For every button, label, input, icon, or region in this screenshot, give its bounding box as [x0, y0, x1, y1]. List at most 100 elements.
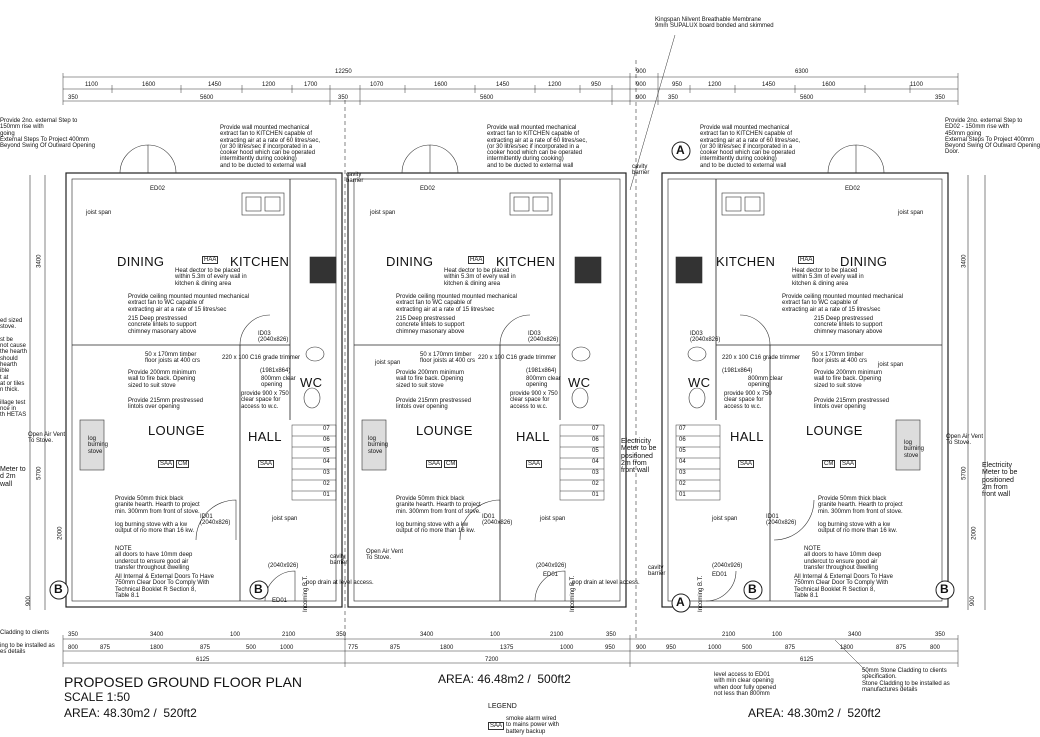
dim-second: 5600 — [800, 95, 814, 101]
dim-top: 1450 — [496, 82, 510, 88]
dim-bottom: 350 — [935, 632, 946, 638]
dim-bottom2: 800 — [68, 645, 79, 651]
dim-bottom: 100 — [230, 632, 241, 638]
dim-top: 1450 — [208, 82, 222, 88]
section-marker-a: A — [676, 143, 685, 157]
dim-bottom: 2100 — [550, 632, 564, 638]
dim-top: 1600 — [434, 82, 448, 88]
note-stove-right: log burning stove with a kw output of no… — [818, 522, 898, 535]
note-air-vent-right: Open Air Vent To Stove. — [946, 434, 984, 447]
stair-number: 07 — [592, 426, 599, 432]
stair-number: 01 — [592, 492, 599, 498]
dim-top: 1700 — [304, 82, 318, 88]
note-hearth: Provide 50mm thick black granite hearth.… — [115, 496, 200, 515]
dim-top: 1600 — [142, 82, 156, 88]
note-incoming-right: Incoming B.T. — [698, 575, 704, 612]
door-id03-mid: ID03 (2040x826) — [528, 331, 559, 344]
dim-side-left: 5700 — [36, 466, 43, 480]
note-750-right: All Internal & External Doors To Have 75… — [794, 574, 893, 599]
note-joists: 50 x 170mm timber floor joists at 400 cr… — [145, 352, 201, 365]
dim-bottom2: 950 — [605, 645, 616, 651]
note-stove-mid: log burning stove with a kw output of no… — [396, 522, 476, 535]
door-wc-mid: (1981x864) — [526, 368, 557, 374]
note-ext-steps-left: Provide 2no. external Step to 150mm rise… — [0, 118, 96, 150]
dim-second: 900 — [636, 95, 647, 101]
note-wall-fire-mid: Provide 200mm minimum wall to fire back.… — [396, 370, 465, 389]
dim-bottom: 350 — [68, 632, 79, 638]
walls-left-unit — [65, 172, 343, 608]
dim-total: 6125 — [800, 657, 814, 663]
smoke-alarm-tag: SAA — [840, 460, 857, 468]
dim-side-right: 900 — [969, 596, 976, 607]
door-ed-size-mid: (2040x926) — [536, 563, 567, 569]
note-wall-fire: Provide 200mm minimum wall to fire back.… — [128, 370, 197, 389]
smoke-alarm-tag: SAA — [258, 460, 275, 468]
stair-number: 04 — [679, 459, 686, 465]
stair-number: 03 — [592, 470, 599, 476]
room-dining-left: DINING — [117, 254, 165, 269]
note-incoming-mid: Incoming B.T. — [570, 575, 576, 612]
plan-title: PROPOSED GROUND FLOOR PLAN — [64, 674, 303, 690]
section-marker-b: B — [254, 582, 263, 596]
door-ed02-mid: ED02 — [420, 186, 436, 192]
dim-bottom2: 1800 — [150, 645, 164, 651]
note-joist-span-mid2: joist span — [375, 360, 401, 366]
dim-total: 6125 — [196, 657, 210, 663]
note-cavity-barrier: cavity barrier — [346, 172, 364, 185]
dim-bottom2: 950 — [666, 645, 677, 651]
note-joist-span-right2: joist span — [878, 362, 904, 368]
note-electricity-meter-right: Electricity Meter to be positioned 2m fr… — [982, 462, 1018, 499]
smoke-alarm-tag: SAA — [158, 460, 175, 468]
door-ed-size-right: (2040x926) — [712, 563, 743, 569]
room-kitchen-right: KITCHEN — [716, 254, 776, 269]
room-hall-right: HALL — [730, 429, 764, 444]
stair-number: 02 — [592, 481, 599, 487]
note-membrane: Kingspan Nilvent Breathable Membrane 9mm… — [655, 17, 774, 30]
note-clear-opening-mid: 800mm clear opening — [526, 376, 561, 389]
note-stone-cladding: 50mm Stone Cladding to clients specifica… — [862, 668, 950, 693]
dim-side-right: 5700 — [961, 466, 968, 480]
stair-number: 06 — [679, 437, 686, 443]
note-clear-opening-left: 800mm clear opening — [261, 376, 296, 389]
note-extract-kitchen-right: Provide wall mounted mechanical extract … — [700, 125, 801, 169]
area-left: AREA: 48.30m2 / 520ft2 — [64, 706, 197, 720]
note-joist-span-hall: joist span — [272, 516, 298, 522]
note-pop-drain-left: pop drain at level access. — [306, 580, 374, 586]
dim-side-left: 3400 — [36, 254, 43, 268]
smoke-alarm-tag: SAA — [426, 460, 443, 468]
note-level-access: level access to ED01 with min clear open… — [714, 672, 777, 697]
note-cavity-barrier-4: cavity barrier — [648, 565, 666, 578]
stair-number: 07 — [323, 426, 330, 432]
stair-number: 05 — [592, 448, 599, 454]
dim-top: 1100 — [910, 82, 923, 88]
stair-number: 03 — [323, 470, 330, 476]
note-joists-right: 50 x 170mm timber floor joists at 400 cr… — [812, 352, 868, 365]
smoke-alarm-tag: SAA — [526, 460, 543, 468]
note-pop-drain-mid: pop drain at level access. — [572, 580, 640, 586]
co-monitor-tag: CM — [822, 460, 836, 468]
room-kitchen-left: KITCHEN — [230, 254, 290, 269]
note-joists-mid: 50 x 170mm timber floor joists at 400 cr… — [420, 352, 476, 365]
dim-bottom: 3400 — [848, 632, 862, 638]
stair-number: 05 — [323, 448, 330, 454]
room-wc-left: WC — [300, 375, 323, 390]
note-heat-detector-mid: Heat dector to be placed within 5.3m of … — [444, 268, 516, 287]
note-clear-opening-right: 800mm clear opening — [748, 376, 783, 389]
note-lintels-opening-right: Provide 215mm prestressed lintols over o… — [814, 398, 890, 411]
room-wc-right: WC — [688, 375, 711, 390]
door-ed01-right: ED01 — [712, 572, 728, 578]
door-ed01-left: ED01 — [272, 598, 288, 604]
dim-bottom2: 1375 — [500, 645, 514, 651]
note-air-vent: Open Air Vent To Stove. — [28, 432, 66, 445]
note-hearth-mid: Provide 50mm thick black granite hearth.… — [396, 496, 481, 515]
dim-second: 350 — [935, 95, 946, 101]
stair-number: 02 — [323, 481, 330, 487]
walls-right-unit — [661, 172, 949, 608]
note-extract-kitchen-mid: Provide wall mounted mechanical extract … — [487, 125, 588, 169]
note-log-stove: log burning stove — [88, 436, 109, 455]
room-hall-left: HALL — [248, 429, 282, 444]
heat-alarm-tag: HAA — [468, 256, 485, 264]
co-monitor-tag: CM — [444, 460, 458, 468]
room-lounge-right: LOUNGE — [806, 423, 863, 438]
dim-second: 5600 — [480, 95, 494, 101]
